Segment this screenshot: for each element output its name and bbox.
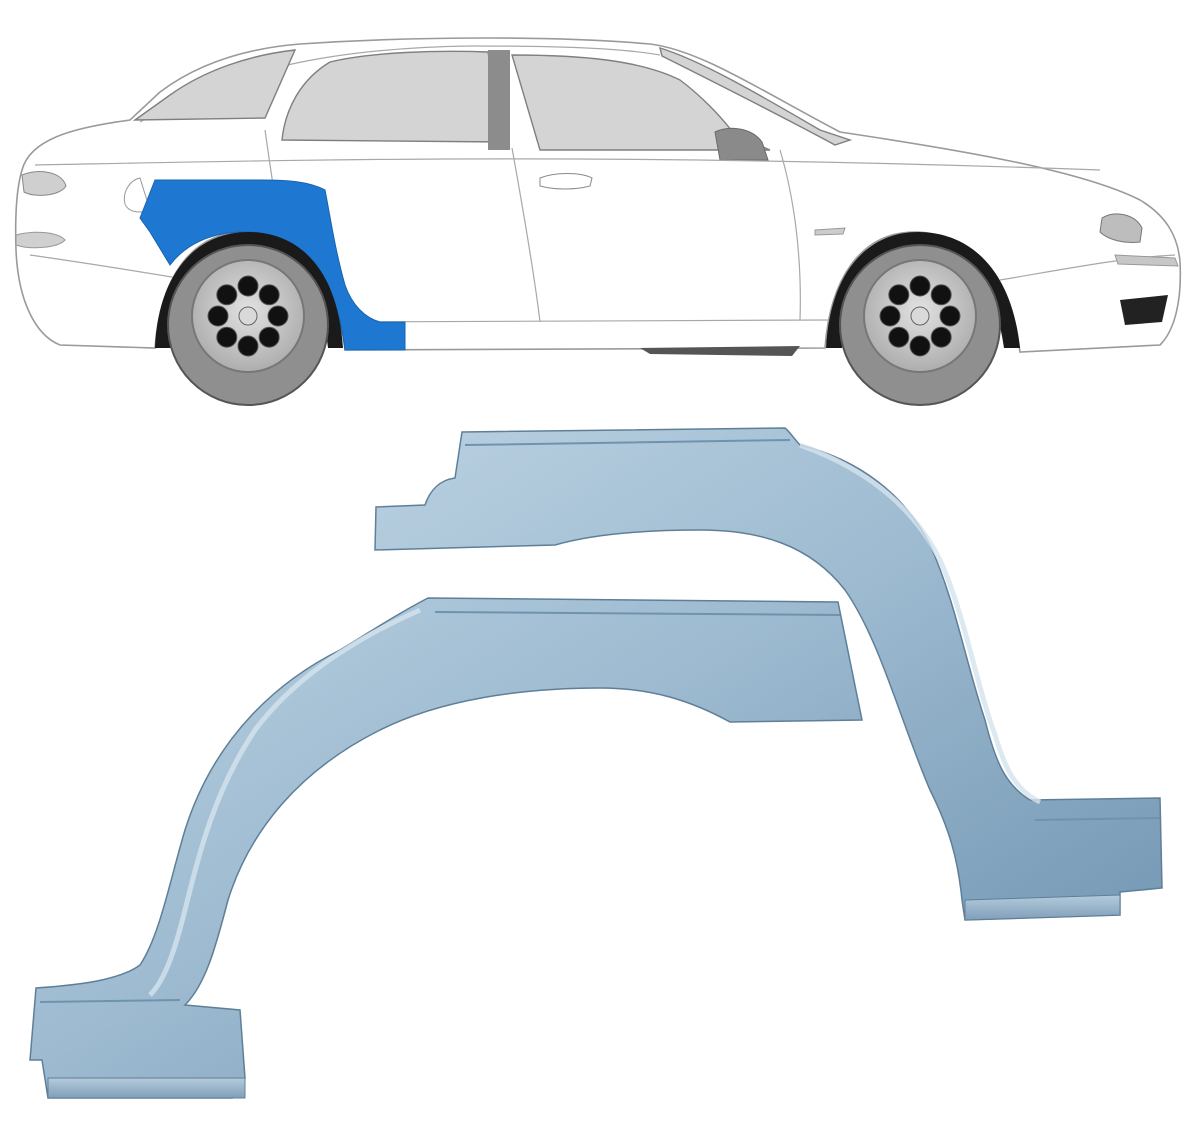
repair-panel-right <box>374 427 1163 921</box>
rear-reflector <box>15 231 66 249</box>
door-seam-front <box>779 149 801 321</box>
b-pillar <box>488 50 510 150</box>
repair-panel-left-edge <box>39 611 841 1003</box>
rim-spoke-hole <box>258 326 280 348</box>
rear-window <box>132 49 297 121</box>
sill-line <box>339 319 831 323</box>
rear-light <box>21 171 67 196</box>
car-side-view <box>14 37 1182 406</box>
repair-panel-left-body <box>29 597 863 1099</box>
repair-panel-right-foot <box>964 894 1121 921</box>
rim-spoke-hole <box>258 284 280 306</box>
windscreen <box>659 46 853 146</box>
underbody <box>640 346 800 356</box>
repair-panel-left-foot <box>47 1077 246 1099</box>
repair-panel-right-flange <box>799 442 1042 805</box>
rim-spoke-hole <box>267 305 289 327</box>
side-repeater <box>814 227 846 236</box>
repair-panel-left-flange <box>148 607 422 997</box>
rim-spoke-hole <box>888 326 910 348</box>
repair-panel-right-edge <box>464 439 1161 821</box>
side-mirror <box>714 127 769 161</box>
front-indicator <box>1114 254 1179 267</box>
belt-line <box>34 158 1101 171</box>
rim-spoke-hole <box>909 275 931 297</box>
rear-door-window <box>281 50 506 143</box>
door-handle <box>539 173 593 190</box>
repair-panel-left <box>29 597 863 1099</box>
headlight <box>1099 213 1143 243</box>
rim-spoke-hole <box>879 305 901 327</box>
rim-spoke-hole <box>930 326 952 348</box>
rim-spoke-hole <box>930 284 952 306</box>
rear-wheel <box>167 244 329 406</box>
rim-spoke-hole <box>237 275 259 297</box>
front-wheel <box>839 244 1001 406</box>
fog-light-recess <box>1120 295 1168 325</box>
rim-spoke-hole <box>237 335 259 357</box>
rim-spoke-hole <box>909 335 931 357</box>
rim-spoke-hole <box>888 284 910 306</box>
rim-spoke-hole <box>216 326 238 348</box>
repair-area-highlight <box>139 179 406 351</box>
door-seam-middle <box>511 147 541 323</box>
rim-spoke-hole <box>207 305 229 327</box>
rim-spoke-hole <box>216 284 238 306</box>
rim-spoke-hole <box>939 305 961 327</box>
